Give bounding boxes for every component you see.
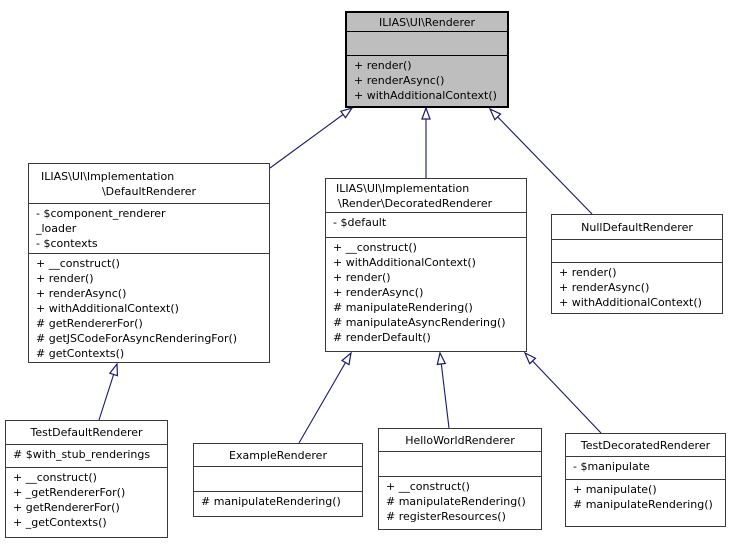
attribute-label: - $default — [333, 216, 387, 229]
class-box-hello-world-renderer[interactable]: HelloWorldRenderer + __construct() # man… — [378, 428, 542, 530]
method-label: + __construct() — [333, 241, 417, 254]
method-label: # getContexts() — [36, 347, 125, 360]
methods-section: # manipulateRendering() — [194, 491, 362, 516]
class-title: TestDefaultRenderer — [30, 426, 143, 439]
class-title: HelloWorldRenderer — [405, 433, 515, 447]
class-box-decorated-renderer[interactable]: ILIAS\UI\Implementation \Render\Decorate… — [325, 178, 527, 352]
method-label: + __construct() — [13, 471, 97, 484]
attributes-section: - $manipulate — [566, 456, 725, 479]
method-label: # manipulateRendering() — [333, 301, 473, 314]
method-label: + render() — [36, 272, 94, 285]
class-title: ILIAS\UI\Implementation — [41, 169, 175, 183]
method-label: # getJSCodeForAsyncRenderingFor() — [36, 332, 238, 345]
method-label: # manipulateAsyncRendering() — [333, 316, 506, 329]
method-label: + withAdditionalContext() — [559, 296, 702, 309]
edge-examplerenderer-to-decoratedrenderer — [298, 351, 352, 444]
edge-nulldefaultrenderer-to-renderer — [488, 107, 593, 215]
method-label: + _getContexts() — [13, 516, 107, 529]
attributes-section: - $component_renderer _loader - $context… — [29, 203, 269, 253]
methods-section: + __construct() + _getRendererFor() + ge… — [6, 467, 167, 537]
method-label: # registerResources() — [386, 510, 506, 523]
class-title: \Render\DecoratedRenderer — [338, 196, 493, 210]
method-label: + renderAsync() — [559, 281, 650, 294]
attribute-label: - $component_renderer — [36, 207, 166, 220]
edge-testdefaultrenderer-to-defaultrenderer — [98, 362, 119, 421]
methods-section: + __construct() + render() + renderAsync… — [29, 253, 269, 363]
method-label: + render() — [333, 271, 391, 284]
class-title: ILIAS\UI\Renderer — [378, 15, 476, 29]
attributes-section — [379, 451, 541, 476]
class-box-null-default-renderer[interactable]: NullDefaultRenderer + render() + renderA… — [551, 214, 723, 314]
method-label: + __construct() — [386, 480, 470, 493]
method-label: # manipulateRendering() — [573, 498, 713, 511]
attributes-section — [552, 239, 722, 262]
methods-section: + render() + renderAsync() + withAdditio… — [552, 262, 722, 313]
class-box-ilias-ui-renderer[interactable]: ILIAS\UI\Renderer + render() + renderAsy… — [345, 11, 509, 108]
method-label: # getRendererFor() — [36, 317, 143, 330]
edge-defaultrenderer-to-renderer — [269, 106, 354, 169]
class-box-example-renderer[interactable]: ExampleRenderer # manipulateRendering() — [193, 443, 363, 517]
method-label: # renderDefault() — [333, 331, 431, 344]
methods-section: + __construct() # manipulateRendering() … — [379, 476, 541, 529]
method-label: + render() — [354, 59, 412, 72]
method-label: + withAdditionalContext() — [333, 256, 476, 269]
class-title: ILIAS\UI\Implementation — [336, 181, 470, 195]
method-label: + __construct() — [36, 257, 120, 270]
method-label: + withAdditionalContext() — [354, 89, 497, 102]
attributes-section — [347, 31, 507, 55]
attribute-label: - $contexts — [36, 237, 98, 250]
class-box-default-renderer[interactable]: ILIAS\UI\Implementation \DefaultRenderer… — [28, 163, 270, 363]
class-title: TestDecoratedRenderer — [580, 438, 711, 452]
method-label: + renderAsync() — [354, 74, 445, 87]
edge-testdecoratedrenderer-to-decoratedrenderer — [523, 351, 602, 434]
class-title: NullDefaultRenderer — [581, 220, 693, 234]
class-box-test-decorated-renderer[interactable]: TestDecoratedRenderer - $manipulate + ma… — [565, 433, 726, 527]
attribute-label: - $manipulate — [573, 460, 650, 473]
method-label: + renderAsync() — [36, 287, 127, 300]
method-label: + withAdditionalContext() — [36, 302, 179, 315]
methods-section: + render() + renderAsync() + withAdditio… — [347, 55, 507, 106]
methods-section: + __construct() + withAdditionalContext(… — [326, 237, 526, 351]
class-box-test-default-renderer[interactable]: TestDefaultRenderer # $with_stub_renderi… — [5, 420, 168, 538]
edge-helloworldrenderer-to-decoratedrenderer — [436, 351, 450, 429]
attribute-label: # $with_stub_renderings — [13, 448, 151, 461]
method-label: # manipulateRendering() — [201, 495, 341, 508]
method-label: + manipulate() — [573, 483, 657, 496]
attributes-section — [194, 466, 362, 491]
method-label: + render() — [559, 266, 617, 279]
methods-section: + manipulate() # manipulateRendering() — [566, 479, 725, 526]
method-label: + getRendererFor() — [13, 501, 120, 514]
attributes-section: # $with_stub_renderings — [6, 444, 167, 467]
attributes-section: - $default — [326, 212, 526, 237]
method-label: + renderAsync() — [333, 286, 424, 299]
method-label: + _getRendererFor() — [13, 486, 126, 499]
class-title: ExampleRenderer — [229, 448, 327, 462]
class-title: \DefaultRenderer — [101, 184, 197, 198]
method-label: # manipulateRendering() — [386, 495, 526, 508]
attribute-label: _loader — [36, 222, 77, 235]
